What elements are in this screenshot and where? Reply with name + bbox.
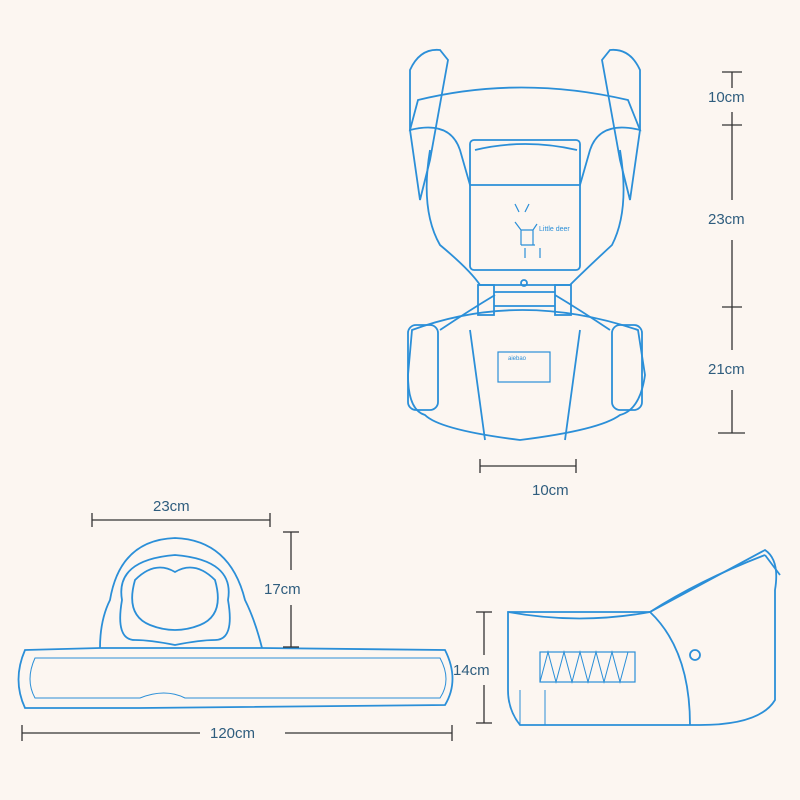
carrier-bottom-dimension: 21cm <box>708 361 745 378</box>
seat-width-dimension: 23cm <box>153 498 190 515</box>
carrier-middle-dimension: 23cm <box>708 211 745 228</box>
waist-belt-drawing <box>17 537 454 709</box>
carrier-logo-text: Little deer <box>539 226 570 233</box>
carrier-brand-tag: aiebao <box>508 356 527 362</box>
hip-seat-drawing <box>507 548 781 726</box>
carrier-front-drawing <box>407 48 646 441</box>
dimension-lines <box>21 71 745 741</box>
seat-height-dimension: 17cm <box>264 581 301 598</box>
belt-length-dimension: 120cm <box>210 725 256 742</box>
carrier-top-dimension: 10cm <box>708 89 745 106</box>
carrier-width-dimension: 10cm <box>532 482 569 499</box>
hip-seat-height-dimension: 14cm <box>453 662 490 679</box>
